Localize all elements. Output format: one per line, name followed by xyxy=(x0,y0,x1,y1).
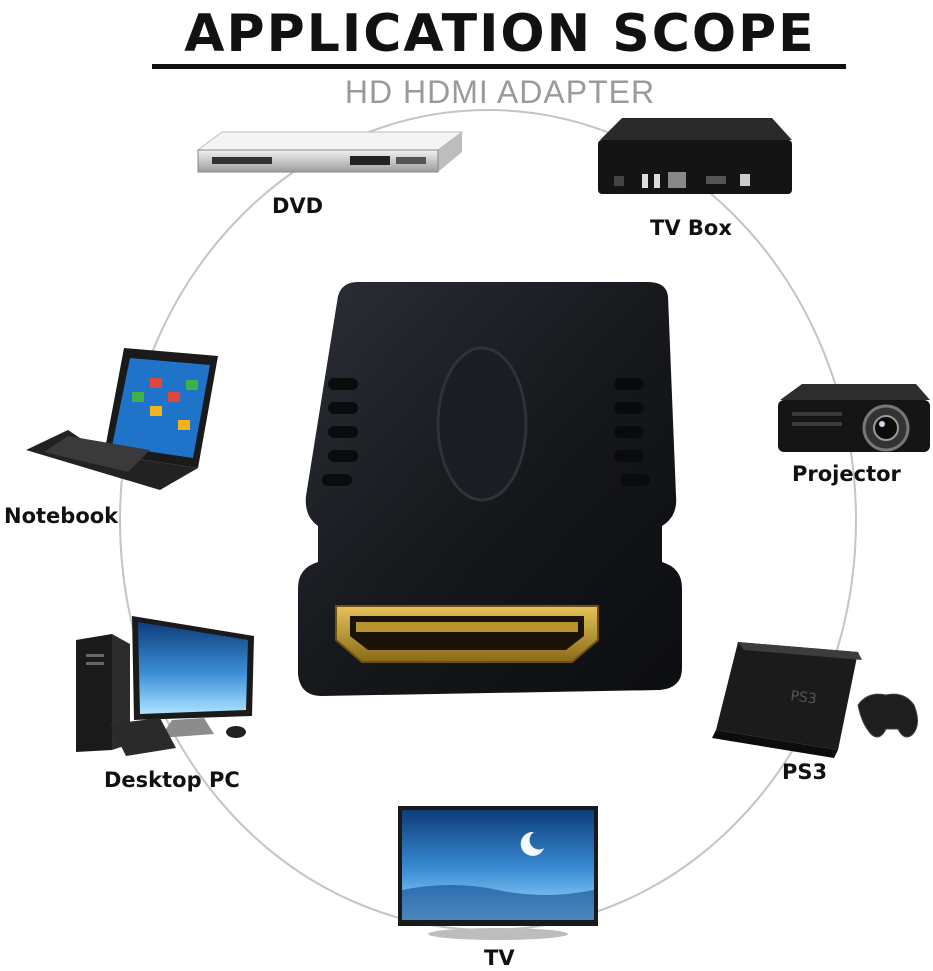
dvd-player-icon xyxy=(196,131,464,173)
label-projector: Projector xyxy=(792,462,901,486)
tv-icon xyxy=(398,806,598,940)
svg-text:PS3: PS3 xyxy=(789,688,817,707)
title-underline xyxy=(152,64,846,69)
label-tv: TV xyxy=(484,946,515,970)
tv-box-icon xyxy=(598,118,792,194)
notebook-icon xyxy=(26,348,218,490)
label-notebook: Notebook xyxy=(4,504,119,528)
projector-icon xyxy=(778,384,930,452)
page-subtitle: HD HDMI ADAPTER xyxy=(344,74,656,110)
label-dvd: DVD xyxy=(272,194,324,218)
desktop-pc-icon xyxy=(76,616,254,756)
hdmi-adapter-image xyxy=(298,282,682,696)
label-ps3: PS3 xyxy=(782,760,828,784)
ps3-console-icon: PS3 xyxy=(712,642,918,758)
label-desktop-pc: Desktop PC xyxy=(104,768,240,792)
label-tv-box: TV Box xyxy=(650,216,732,240)
page-title: APPLICATION SCOPE xyxy=(184,4,816,64)
